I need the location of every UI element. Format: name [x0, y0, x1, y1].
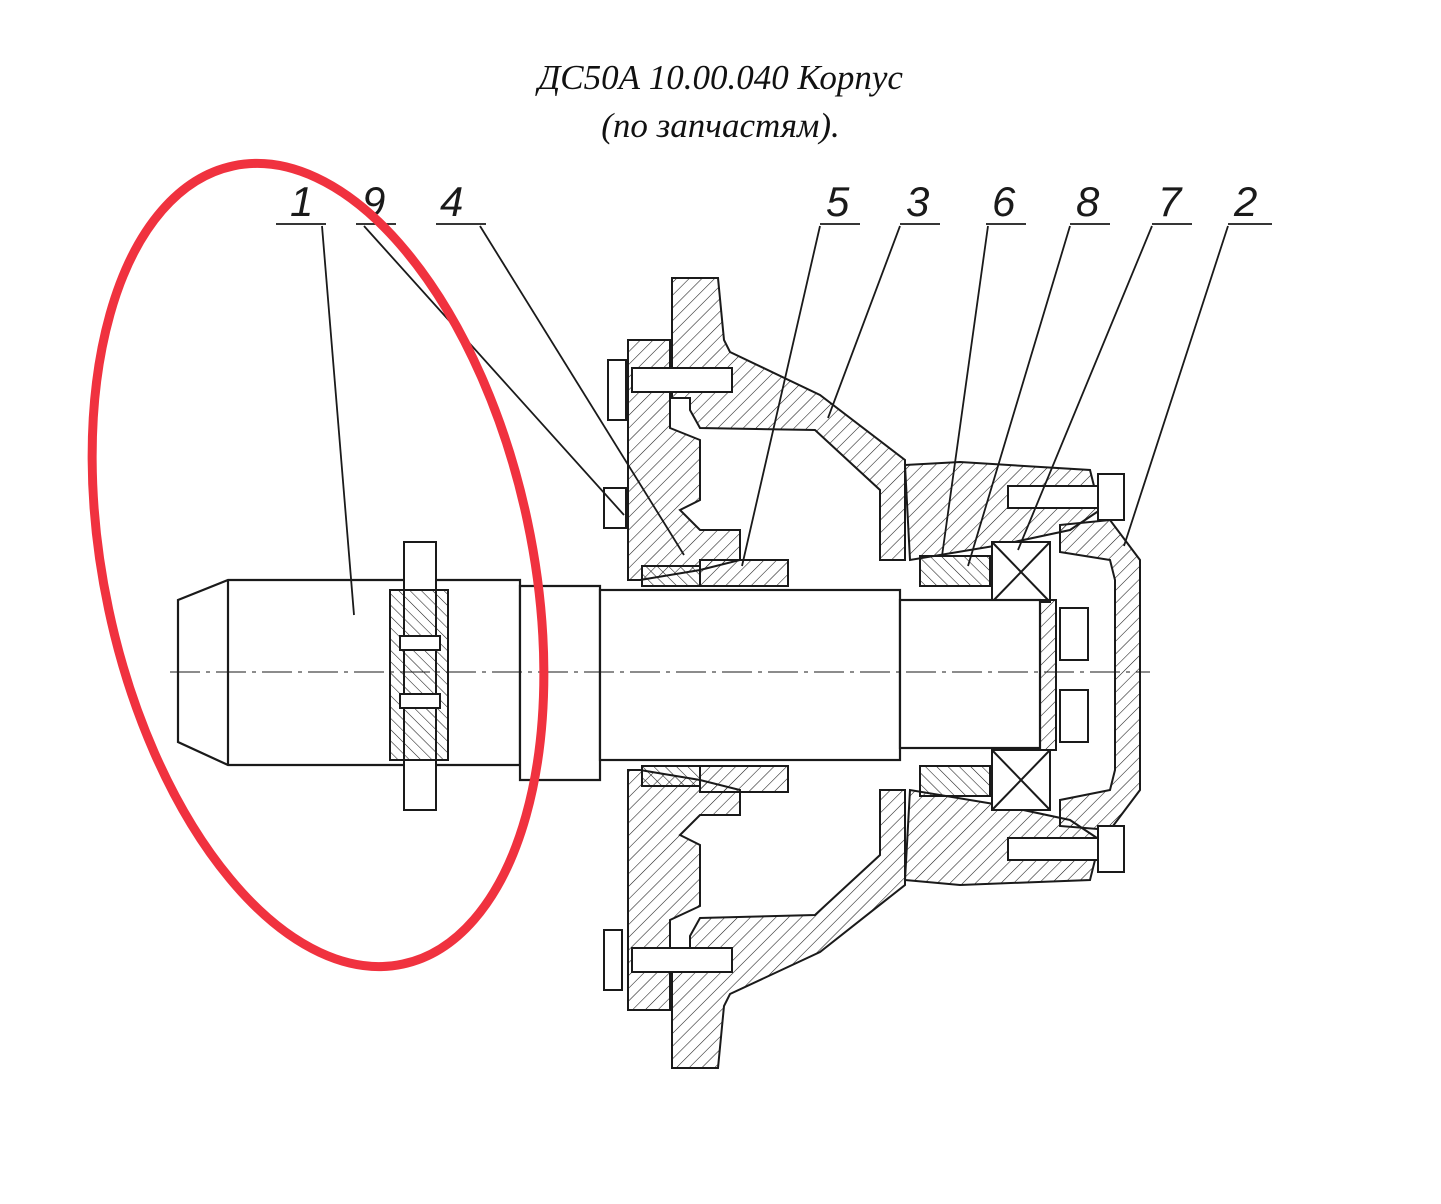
callout-8: 8 [1076, 178, 1100, 225]
bearings [991, 541, 1051, 811]
callout-2: 2 [1233, 178, 1257, 225]
highlight-ellipse [87, 158, 549, 972]
seal-rings [641, 555, 991, 797]
callout-3: 3 [906, 178, 929, 225]
drawing-title-line-1: ДС50А 10.00.040 Корпус [538, 58, 903, 97]
callout-7: 7 [1158, 178, 1183, 225]
leader-lines [276, 223, 1272, 616]
callout-1: 1 [290, 178, 313, 225]
callout-labels: 1 9 4 5 3 6 8 7 2 [290, 178, 1257, 225]
callout-5: 5 [826, 178, 850, 225]
shaft-keys [389, 541, 449, 811]
main-shaft [176, 578, 1042, 782]
callout-4: 4 [440, 178, 463, 225]
drawing-title-line-2: (по запчастям). [601, 106, 840, 145]
callout-6: 6 [992, 178, 1016, 225]
end-nut [1039, 599, 1089, 751]
bolts [603, 359, 1125, 991]
